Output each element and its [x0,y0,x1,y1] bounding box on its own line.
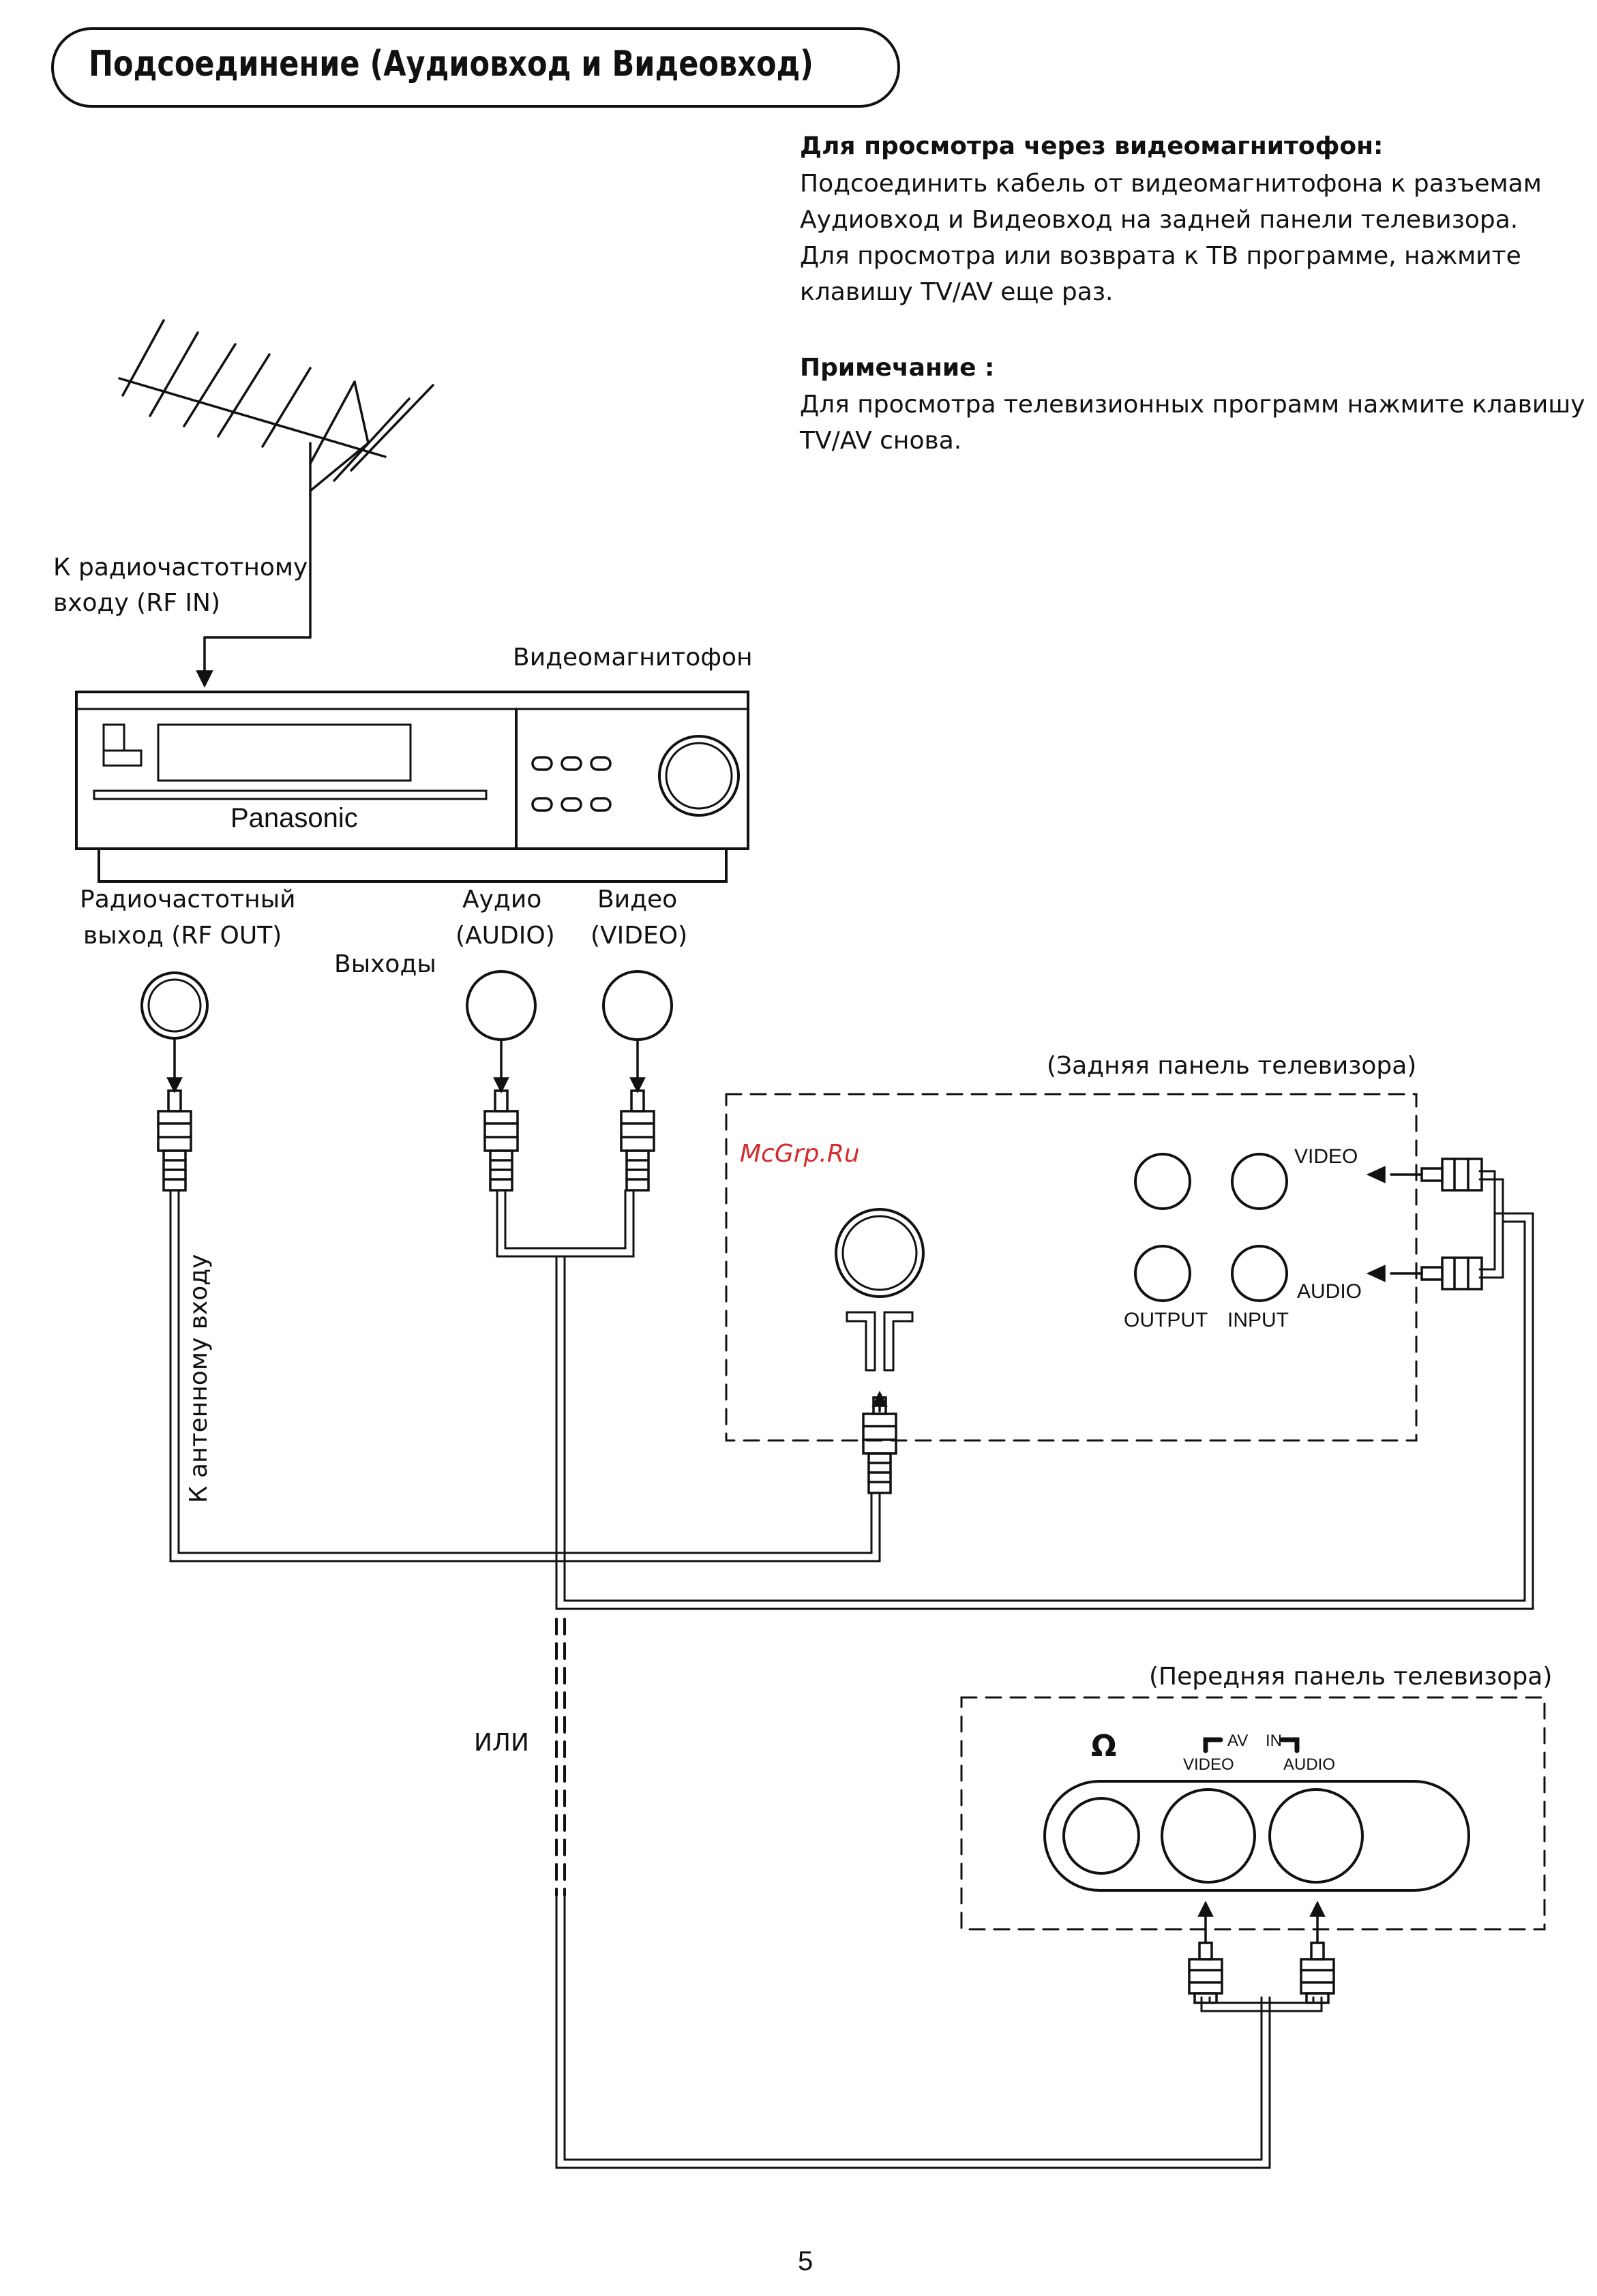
rear-audio-label: AUDIO [1297,1280,1362,1303]
front-in-label: IN [1266,1732,1282,1750]
headphone-jack-icon [1062,1797,1140,1875]
front-audio-plug-icon [1300,1942,1335,2004]
note-heading: Примечание : [800,354,995,382]
vcr-buttons-icon [531,756,612,812]
headphone-icon: Ω [1091,1729,1117,1764]
title-frame [51,27,900,108]
rear-panel-label: (Задняя панель телевизора) [1047,1052,1417,1080]
vcr-viewing-line-2: Аудиовход и Видеовход на задней панели т… [800,206,1519,234]
front-panel-frame [960,1696,1546,1931]
front-audio-label: AUDIO [1283,1755,1336,1774]
rear-output-label: OUTPUT [1124,1309,1208,1331]
antenna-cable-label: К антенному входу [185,1254,213,1503]
vcr-viewing-heading: Для просмотра через видеомагнитофон: [800,132,1384,160]
audio-out-label-2: (AUDIO) [456,922,555,950]
audio-out-label-1: Аудио [462,886,542,913]
antenna-socket-icon [835,1208,925,1298]
vcr-device [75,691,749,883]
watermark: McGrp.Ru [740,1140,860,1168]
rear-audio-plug-icon [1366,1256,1483,1290]
rf-in-label-2: входу (RF IN) [53,589,220,617]
page-title: Подсоединение (Аудиовход и Видеовход) [89,44,814,85]
vcr-label: Видеомагнитофон [513,644,753,671]
vcr-viewing-line-4: клавишу TV/AV еще раз. [800,278,1114,306]
note-line-2: TV/AV снова. [800,427,962,455]
rear-input-label: INPUT [1227,1309,1289,1331]
rear-jack-input-audio-icon [1231,1245,1288,1302]
front-video-label: VIDEO [1183,1755,1234,1774]
antenna-icon [118,319,434,639]
front-video-jack-icon [1161,1788,1256,1884]
rear-video-label: VIDEO [1294,1145,1358,1168]
vcr-viewing-line-1: Подсоединить кабель от видеомагнитофона … [800,170,1542,198]
front-audio-jack-icon [1268,1788,1364,1884]
rear-video-plug-icon [1366,1158,1483,1192]
outputs-label: Выходы [334,950,436,978]
front-panel-label: (Передняя панель телевизора) [1149,1663,1553,1691]
audio-plug-icon [483,1089,519,1192]
page-number: 5 [798,2246,814,2276]
video-out-label-1: Видео [597,886,678,913]
rf-out-jack-icon [140,971,209,1040]
audio-out-jack-icon [466,970,537,1041]
video-out-jack-icon [602,970,673,1041]
front-av-label: AV [1227,1732,1249,1750]
rf-in-label-1: К радиочастотному [53,554,308,581]
rf-plug-icon [157,1089,192,1192]
rear-panel-frame [725,1093,1418,1442]
rear-jack-output-video-icon [1134,1153,1191,1210]
note-line-1: Для просмотра телевизионных программ наж… [800,391,1585,419]
video-plug-icon [620,1089,655,1192]
rear-jack-input-video-icon [1231,1153,1288,1210]
or-label: ИЛИ [474,1729,529,1757]
front-video-plug-icon [1188,1942,1223,2004]
rf-out-label-1: Радиочастотный [80,886,296,913]
video-out-label-2: (VIDEO) [591,922,688,950]
rear-jack-output-audio-icon [1134,1245,1191,1302]
vcr-brand: Panasonic [230,803,358,833]
rf-out-label-2: выход (RF OUT) [83,922,282,950]
vcr-viewing-line-3: Для просмотра или возврата к ТВ программ… [800,242,1521,270]
